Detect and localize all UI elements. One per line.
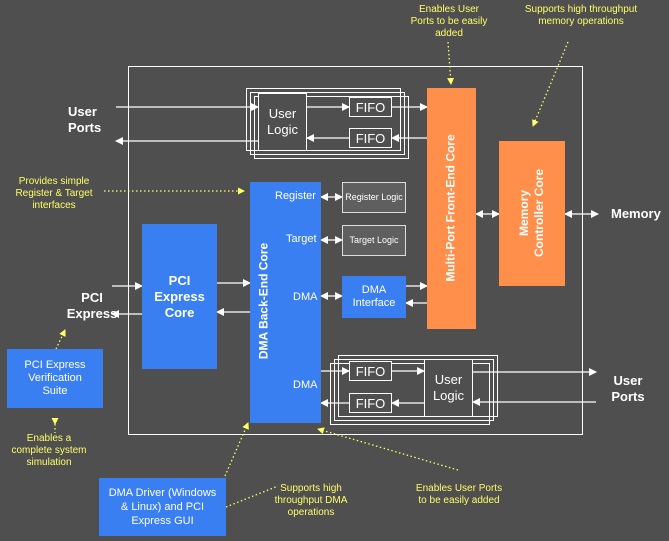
user-logic-stack-shadow-1 xyxy=(254,96,409,159)
user-logic-stack-bottom-shadow-1 xyxy=(330,363,490,425)
dma-back-end-core-label: DMA Back-End Core xyxy=(256,242,271,360)
fifo-top-1: FIFO xyxy=(349,97,392,117)
user-logic-stack-bottom-shadow-2 xyxy=(334,359,494,421)
user-logic-stack-top xyxy=(246,88,401,151)
label-pci-express: PCI Express xyxy=(66,290,118,321)
user-logic-stack-bottom xyxy=(338,355,498,417)
note-memory-throughput: Supports high throughput memory operatio… xyxy=(524,4,638,27)
note-dma-throughput: Supports high throughput DMA operations xyxy=(274,483,348,518)
target-logic: Target Logic xyxy=(342,225,406,256)
note-user-ports-top: Enables User Ports to be easily added xyxy=(410,4,488,39)
multi-port-front-end-core-label: Multi-Port Front-End Core xyxy=(443,134,458,282)
fifo-bottom-1: FIFO xyxy=(349,361,392,381)
note-user-ports-bottom: Enables User Ports to be easily added xyxy=(415,483,503,506)
note-system-simulation: Enables a complete system simulation xyxy=(11,433,87,468)
fifo-bottom-2: FIFO xyxy=(349,393,392,413)
user-logic-top: User Logic xyxy=(258,93,307,151)
multi-port-front-end-core xyxy=(427,88,476,329)
system-boundary xyxy=(128,66,583,435)
memory-controller-core xyxy=(499,141,565,286)
label-user-ports-top: User Ports xyxy=(68,104,102,135)
pci-express-core: PCI Express Core xyxy=(142,224,217,369)
pci-express-verification-suite: PCI Express Verification Suite xyxy=(7,349,103,408)
register-logic: Register Logic xyxy=(342,182,406,213)
dma-interface: DMA Interface xyxy=(342,276,406,318)
fifo-top-2: FIFO xyxy=(349,128,392,148)
target-port-label: Target xyxy=(286,233,317,245)
dma-port-label-1: DMA xyxy=(293,291,318,303)
user-logic-stack-shadow-2 xyxy=(250,92,405,155)
register-port-label: Register xyxy=(275,190,316,202)
dma-driver: DMA Driver (Windows & Linux) and PCI Exp… xyxy=(99,478,226,536)
user-logic-bottom: User Logic xyxy=(424,359,473,417)
memory-controller-core-label: Memory Controller Core xyxy=(517,169,546,258)
label-memory: Memory xyxy=(611,206,661,221)
dma-port-label-2: DMA xyxy=(293,379,318,391)
dma-back-end-core xyxy=(250,182,321,423)
note-register-target: Provides simple Register & Target interf… xyxy=(15,176,93,211)
label-user-ports-bottom: User Ports xyxy=(611,373,645,404)
